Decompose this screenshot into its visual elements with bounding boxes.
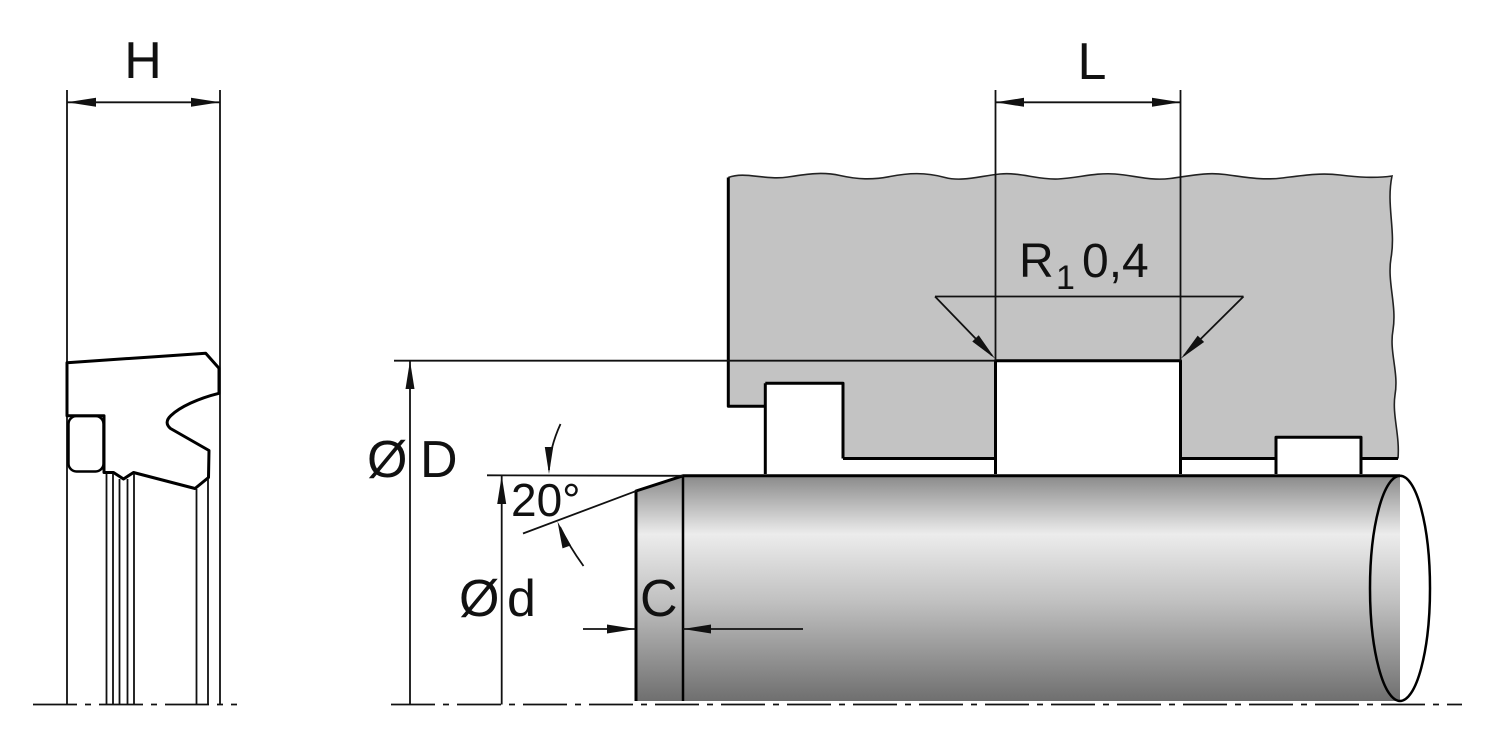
arrowhead-up (405, 360, 415, 389)
radius-callout: R 1 0,4 (934, 235, 1245, 359)
arrowhead-angle-upper (544, 447, 554, 474)
installation-view: L R 1 0,4 Ø D Ø d (367, 33, 1462, 706)
dimension-label-H: H (124, 32, 162, 90)
seal-cross-section (65, 351, 221, 490)
arrowhead-right (191, 97, 220, 107)
chamfer-construction-line (522, 489, 638, 535)
radius-label-subscript: 1 (1056, 259, 1075, 297)
shaft-body (636, 475, 1400, 701)
arrowhead-angle-lower (557, 521, 571, 549)
rod-diameter-dimension: Ø d (459, 474, 684, 705)
l-dimension: L (994, 33, 1182, 361)
arrowhead-groove-left-corner (972, 335, 995, 359)
dimension-label-D: D (420, 431, 458, 489)
arrowhead-left (67, 97, 96, 107)
backup-ring (67, 414, 105, 473)
shaft (634, 474, 1432, 703)
arrowhead-left-pointing (683, 624, 711, 634)
dimension-label-L: L (1078, 33, 1107, 91)
arrowhead-groove-right-corner (1181, 335, 1205, 359)
housing-outline (726, 177, 1398, 474)
arrowhead-up (497, 475, 507, 504)
radius-label-prefix: R (1019, 235, 1054, 288)
seal-profile-view: H (33, 32, 237, 706)
dimension-label-d: d (507, 570, 536, 628)
dimension-label-angle: 20° (511, 474, 581, 526)
dimension-label-C: C (640, 570, 678, 628)
chamfer-length-dimension: C (583, 570, 803, 634)
bore-diameter-dimension: Ø D (367, 359, 996, 705)
arrowhead-right (1152, 97, 1181, 107)
arrowhead-left (995, 97, 1024, 107)
housing-section (728, 173, 1399, 459)
chamfer-angle-dimension: 20° (511, 423, 638, 567)
shaft-outline (634, 474, 1400, 701)
extension-line-d (486, 474, 684, 477)
diameter-symbol-D: Ø (367, 431, 407, 489)
diameter-symbol-d: Ø (459, 570, 499, 628)
radius-label-value: 0,4 (1082, 235, 1149, 288)
seal-surface-lines (105, 473, 209, 705)
arrowhead-right-pointing (607, 624, 636, 634)
h-dimension: H (67, 32, 220, 107)
